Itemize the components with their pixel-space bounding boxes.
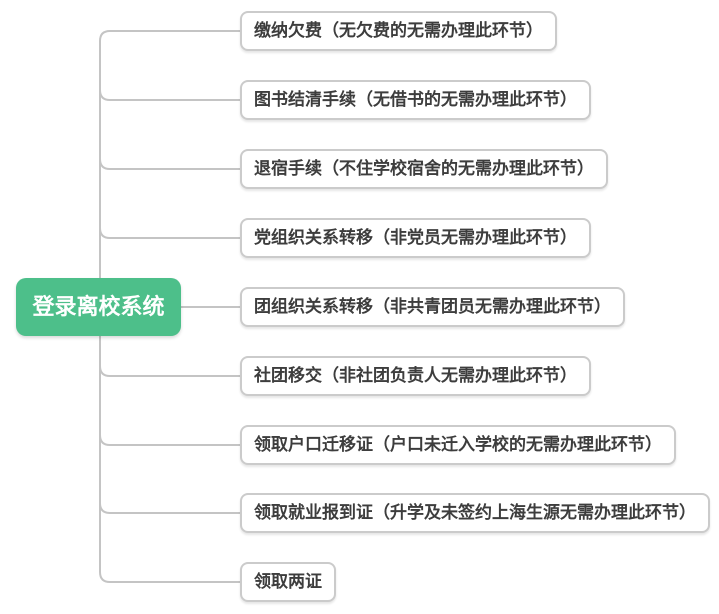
branch-line — [99, 158, 241, 170]
branch-node-library-clearance[interactable]: 图书结清手续（无借书的无需办理此环节） — [240, 80, 591, 120]
branch-node-employment-registration-cert[interactable]: 领取就业报到证（升学及未签约上海生源无需办理此环节） — [240, 493, 710, 533]
branch-node-league-transfer[interactable]: 团组织关系转移（非共青团员无需办理此环节） — [240, 287, 625, 327]
branch-line — [99, 502, 241, 514]
branch-line — [99, 89, 241, 101]
branch-node-pay-arrears[interactable]: 缴纳欠费（无欠费的无需办理此环节） — [240, 11, 557, 51]
branch-line — [99, 227, 241, 239]
branch-line — [99, 365, 241, 377]
branch-node-two-certificates[interactable]: 领取两证 — [240, 562, 336, 602]
root-node-login-system[interactable]: 登录离校系统 — [16, 278, 181, 336]
branch-node-club-handover[interactable]: 社团移交（非社团负责人无需办理此环节） — [240, 356, 591, 396]
branch-node-hukou-migration-cert[interactable]: 领取户口迁移证（户口未迁入学校的无需办理此环节） — [240, 425, 676, 465]
branch-node-dorm-checkout[interactable]: 退宿手续（不住学校宿舍的无需办理此环节） — [240, 149, 608, 189]
branch-node-party-transfer[interactable]: 党组织关系转移（非党员无需办理此环节） — [240, 218, 591, 258]
branch-line — [99, 434, 241, 446]
